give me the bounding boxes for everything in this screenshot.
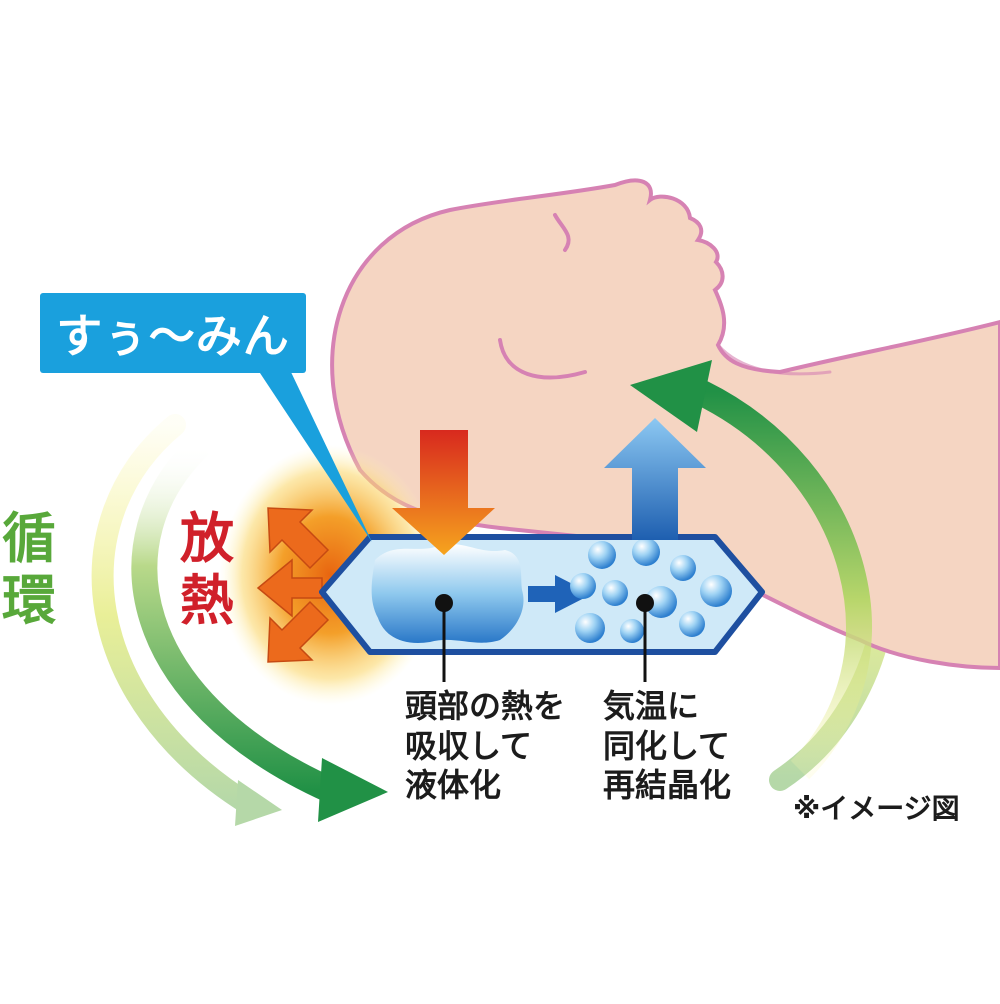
circulation-arrow-left [131,435,388,822]
recrystallize-caption: 気温に 同化して 再結晶化 [603,687,731,806]
product-name-callout: すぅ〜みん [40,293,306,373]
heat-absorb-arrow [392,430,495,555]
circulation-label: 循 環 [2,507,56,633]
cooling-release-arrow [604,418,706,540]
circulation-char-2: 環 [2,569,56,633]
gel-marker-dot [435,594,453,612]
circulation-arrow-right [630,360,872,780]
recrystallized-beads [570,538,732,643]
recrystallize-caption-line-3: 再結晶化 [603,766,732,805]
absorb-caption: 頭部の熱を 吸収して 液体化 [405,687,565,806]
heat-release-char-1: 放 [180,507,234,570]
callout-pointer [258,370,372,542]
liquid-gel [371,543,524,643]
circulation-arc-pale-left [91,414,282,826]
leader-lines [442,603,647,682]
recrystallize-caption-line-2: 同化して [603,726,731,765]
absorb-caption-line-3: 液体化 [405,766,502,805]
circulation-char-1: 循 [2,507,56,570]
heat-release-char-2: 熱 [180,569,234,633]
heat-release-arrows [256,507,330,663]
image-note: ※イメージ図 [793,792,960,825]
heat-release-label: 放 熱 [180,507,234,633]
bead-marker-dot [636,594,654,612]
absorb-caption-line-1: 頭部の熱を [405,687,566,725]
absorb-caption-line-2: 吸収して [405,726,533,765]
recrystallize-caption-line-1: 気温に [603,687,700,725]
